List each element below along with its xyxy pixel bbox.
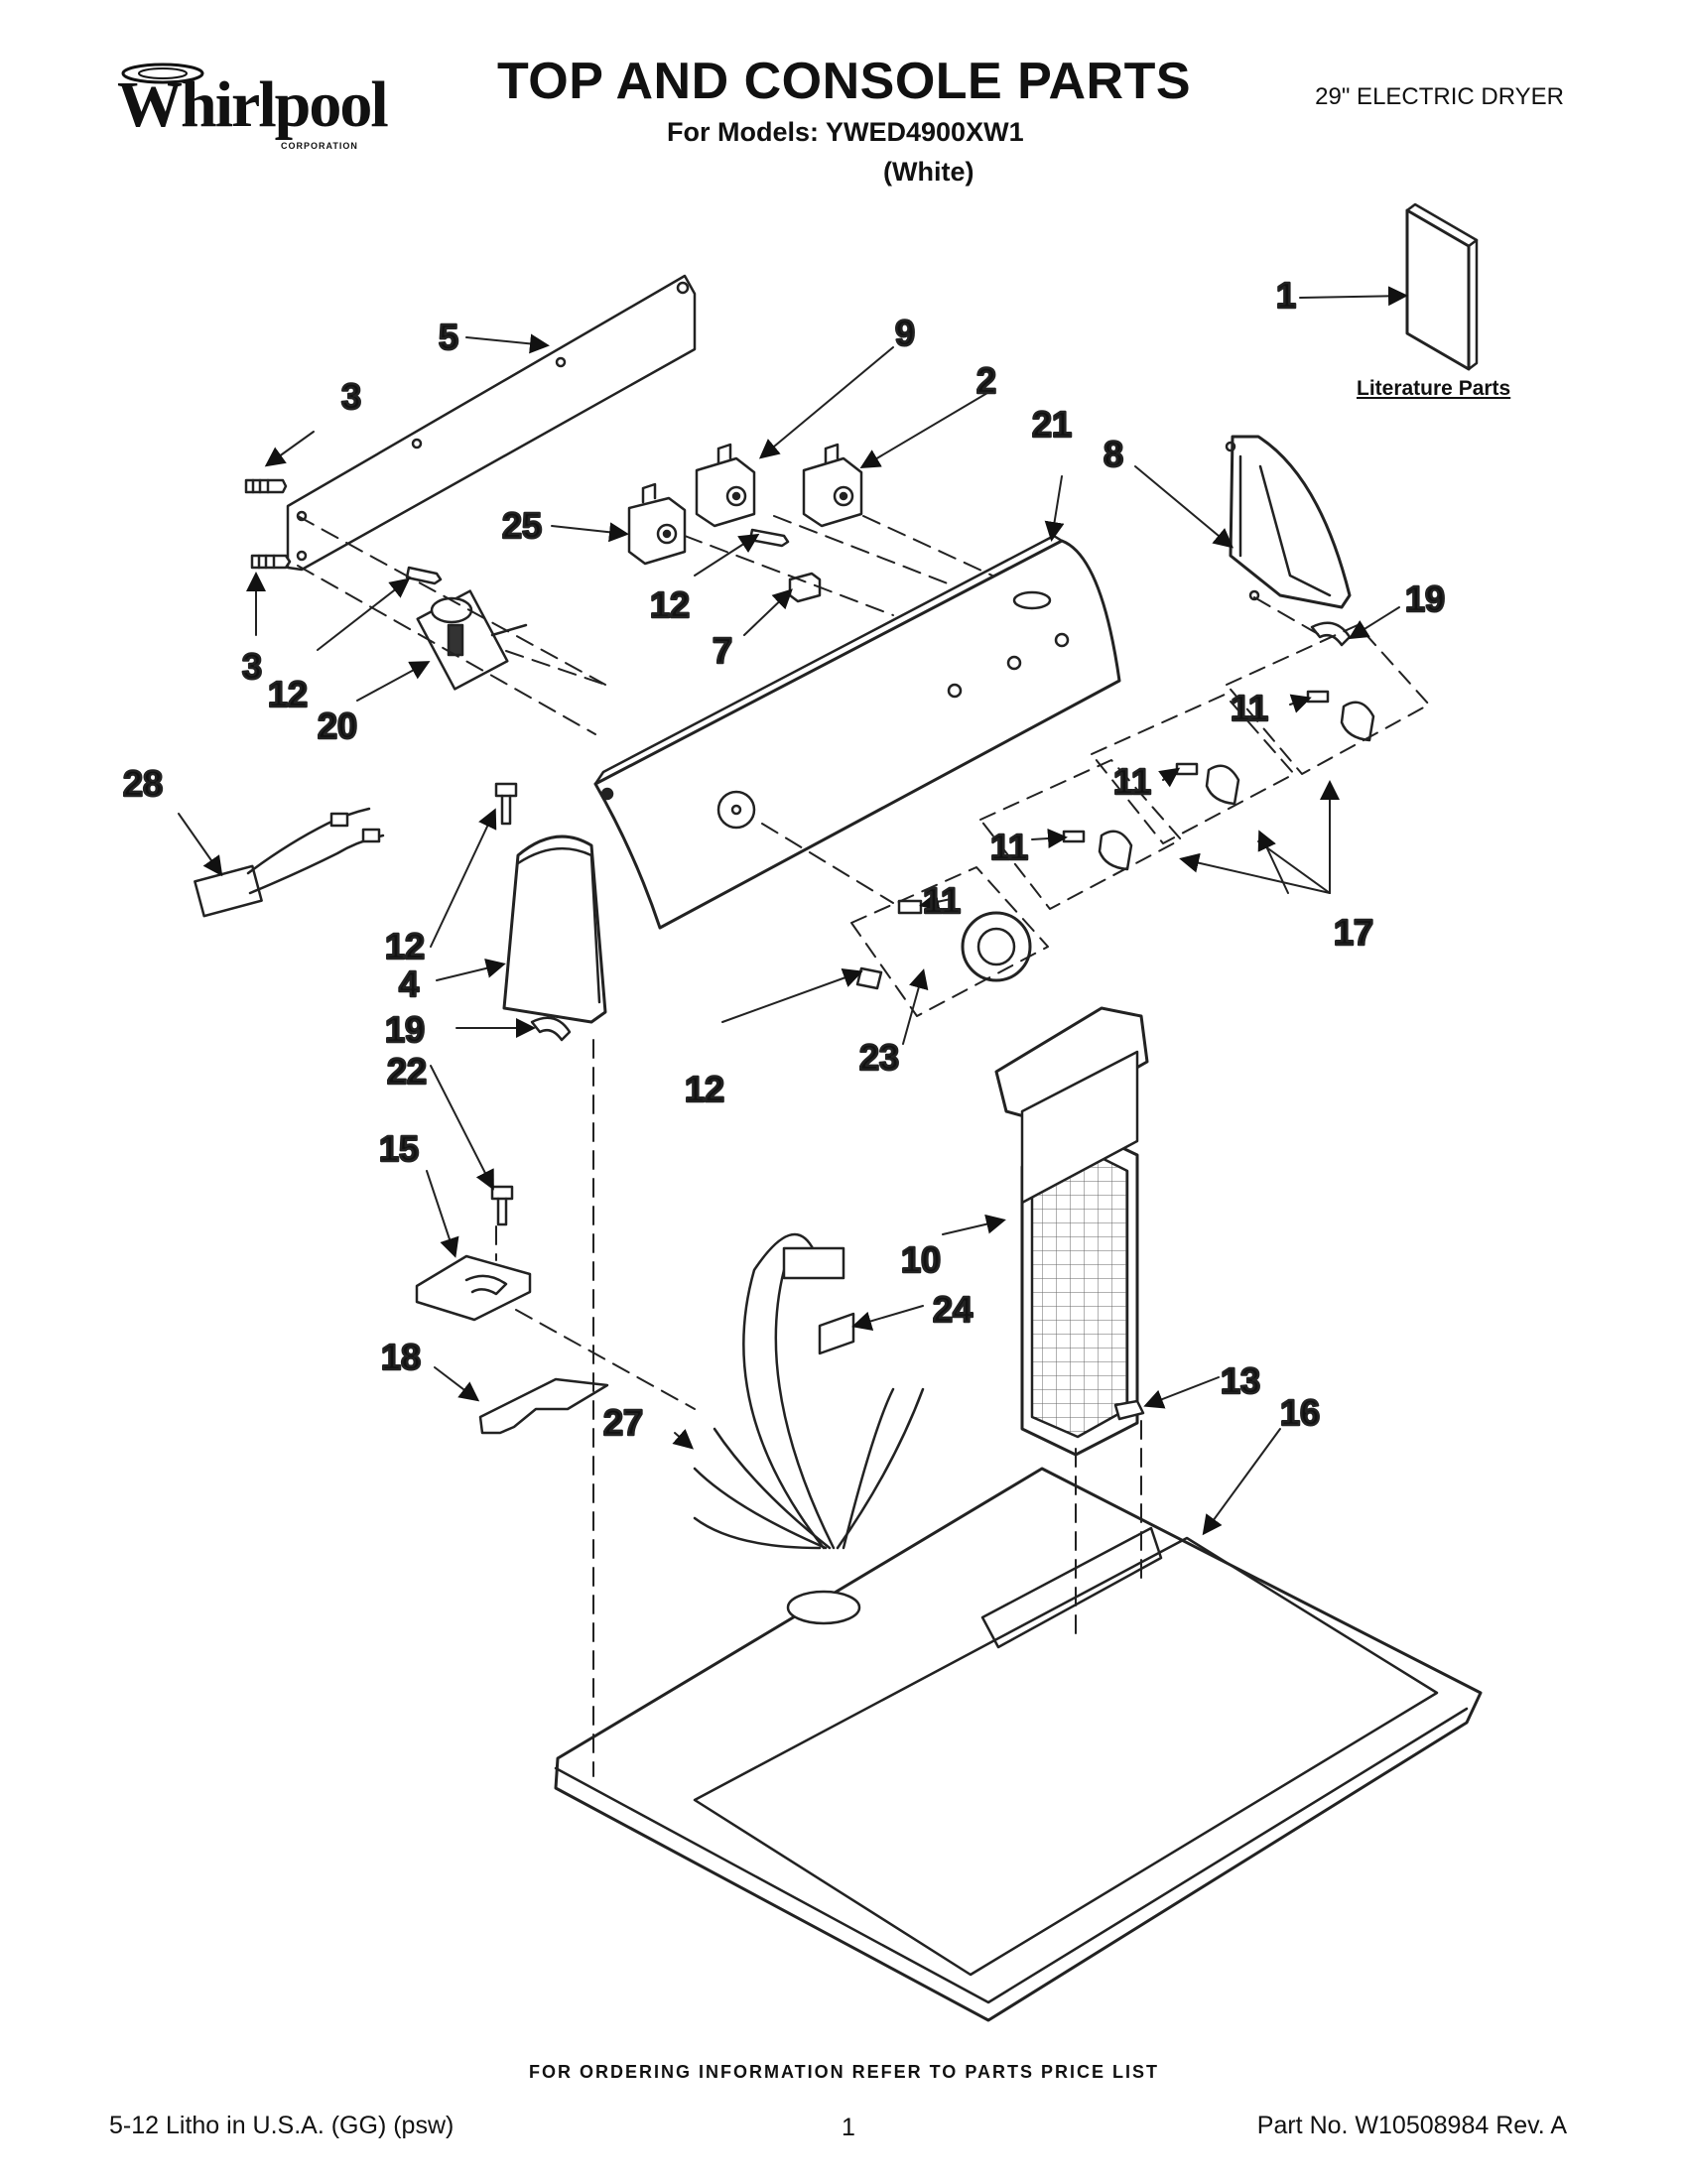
callout-20: 20 [318,706,357,746]
callout-23: 23 [859,1037,899,1078]
model-line: For Models: YWED4900XW1 [667,117,1024,147]
callout-25: 25 [502,505,542,546]
switch-2 [802,443,863,528]
top-panel-16 [554,1467,1483,2022]
whirlpool-logo [121,63,204,84]
brand-wordmark: Whirlpool [117,68,389,141]
knob-17-c [1098,830,1133,871]
knob-17-a [1340,701,1375,742]
callout-11b: 11 [1113,761,1151,802]
product-type: 29" ELECTRIC DRYER [1315,83,1564,110]
screw-12-cap [494,782,518,826]
screw-12-knob [855,966,883,990]
switch-9 [695,443,756,528]
callout-17: 17 [1334,912,1373,953]
callout-19b: 19 [1405,578,1445,619]
page-title: TOP AND CONSOLE PARTS [496,53,1192,110]
end-cap-left-4 [502,835,607,1024]
wire-bundle-27 [693,1232,925,1550]
callout-24: 24 [933,1289,973,1330]
page-number: 1 [842,2114,855,2141]
timer-20 [416,589,528,691]
callout-12c: 12 [385,926,425,966]
literature-parts-label: Literature Parts [1357,377,1511,400]
callout-16: 16 [1280,1392,1320,1433]
callout-13: 13 [1221,1360,1260,1401]
switch-25 [627,482,687,566]
callout-4: 4 [399,964,419,1004]
literature-parts-book [1405,202,1479,371]
clip-24 [818,1312,855,1355]
callout-2: 2 [976,360,996,401]
callout-27: 27 [603,1402,643,1443]
callout-1: 1 [1276,275,1296,316]
screw-22 [490,1185,514,1226]
knob-dashed-groups [850,624,1430,1017]
callout-3b: 3 [242,646,262,687]
lint-screen-10 [994,1006,1149,1457]
end-cap-right-8 [1225,435,1352,609]
brand-subtitle: CORPORATION [281,141,358,151]
callout-28: 28 [123,763,163,804]
clip-19-right [1310,621,1352,647]
hinge-bracket-15 [415,1254,532,1322]
callout-10: 10 [901,1239,941,1280]
callout-5: 5 [439,317,458,357]
wire-harness-28 [194,807,385,918]
screw-12-timer [405,566,443,585]
bracket-18 [478,1377,609,1435]
color-line: (White) [883,157,974,187]
callout-8: 8 [1104,434,1123,474]
callout-21: 21 [1032,404,1072,445]
callout-12b: 12 [268,674,308,714]
callout-19a: 19 [385,1009,425,1050]
knob-23 [961,911,1032,982]
clip-19-left [530,1016,572,1042]
callout-15: 15 [379,1128,419,1169]
callout-12d: 12 [685,1069,724,1109]
callout-9: 9 [895,313,915,353]
callout-11c: 11 [990,827,1028,867]
ordering-note: FOR ORDERING INFORMATION REFER TO PARTS … [528,2062,1159,2082]
callout-18: 18 [381,1337,421,1377]
callout-7: 7 [713,630,732,671]
callout-12a: 12 [650,584,690,625]
console-rear-bracket [286,274,697,572]
knob-17-b [1205,764,1240,806]
screw-12-switch [748,528,790,548]
leader-arrows [178,286,1408,1536]
litho-info: 5-12 Litho in U.S.A. (GG) (psw) [109,2112,454,2139]
callout-11d: 11 [923,880,961,921]
callout-22: 22 [387,1051,427,1092]
callout-11a: 11 [1231,688,1268,728]
callout-3a: 3 [341,376,361,417]
part-number: Part No. W10508984 Rev. A [1256,2112,1567,2139]
screw-3-lower [250,554,292,570]
screw-13 [1113,1399,1145,1421]
screw-3-upper [244,478,288,494]
assembly-lines [297,515,1321,1777]
